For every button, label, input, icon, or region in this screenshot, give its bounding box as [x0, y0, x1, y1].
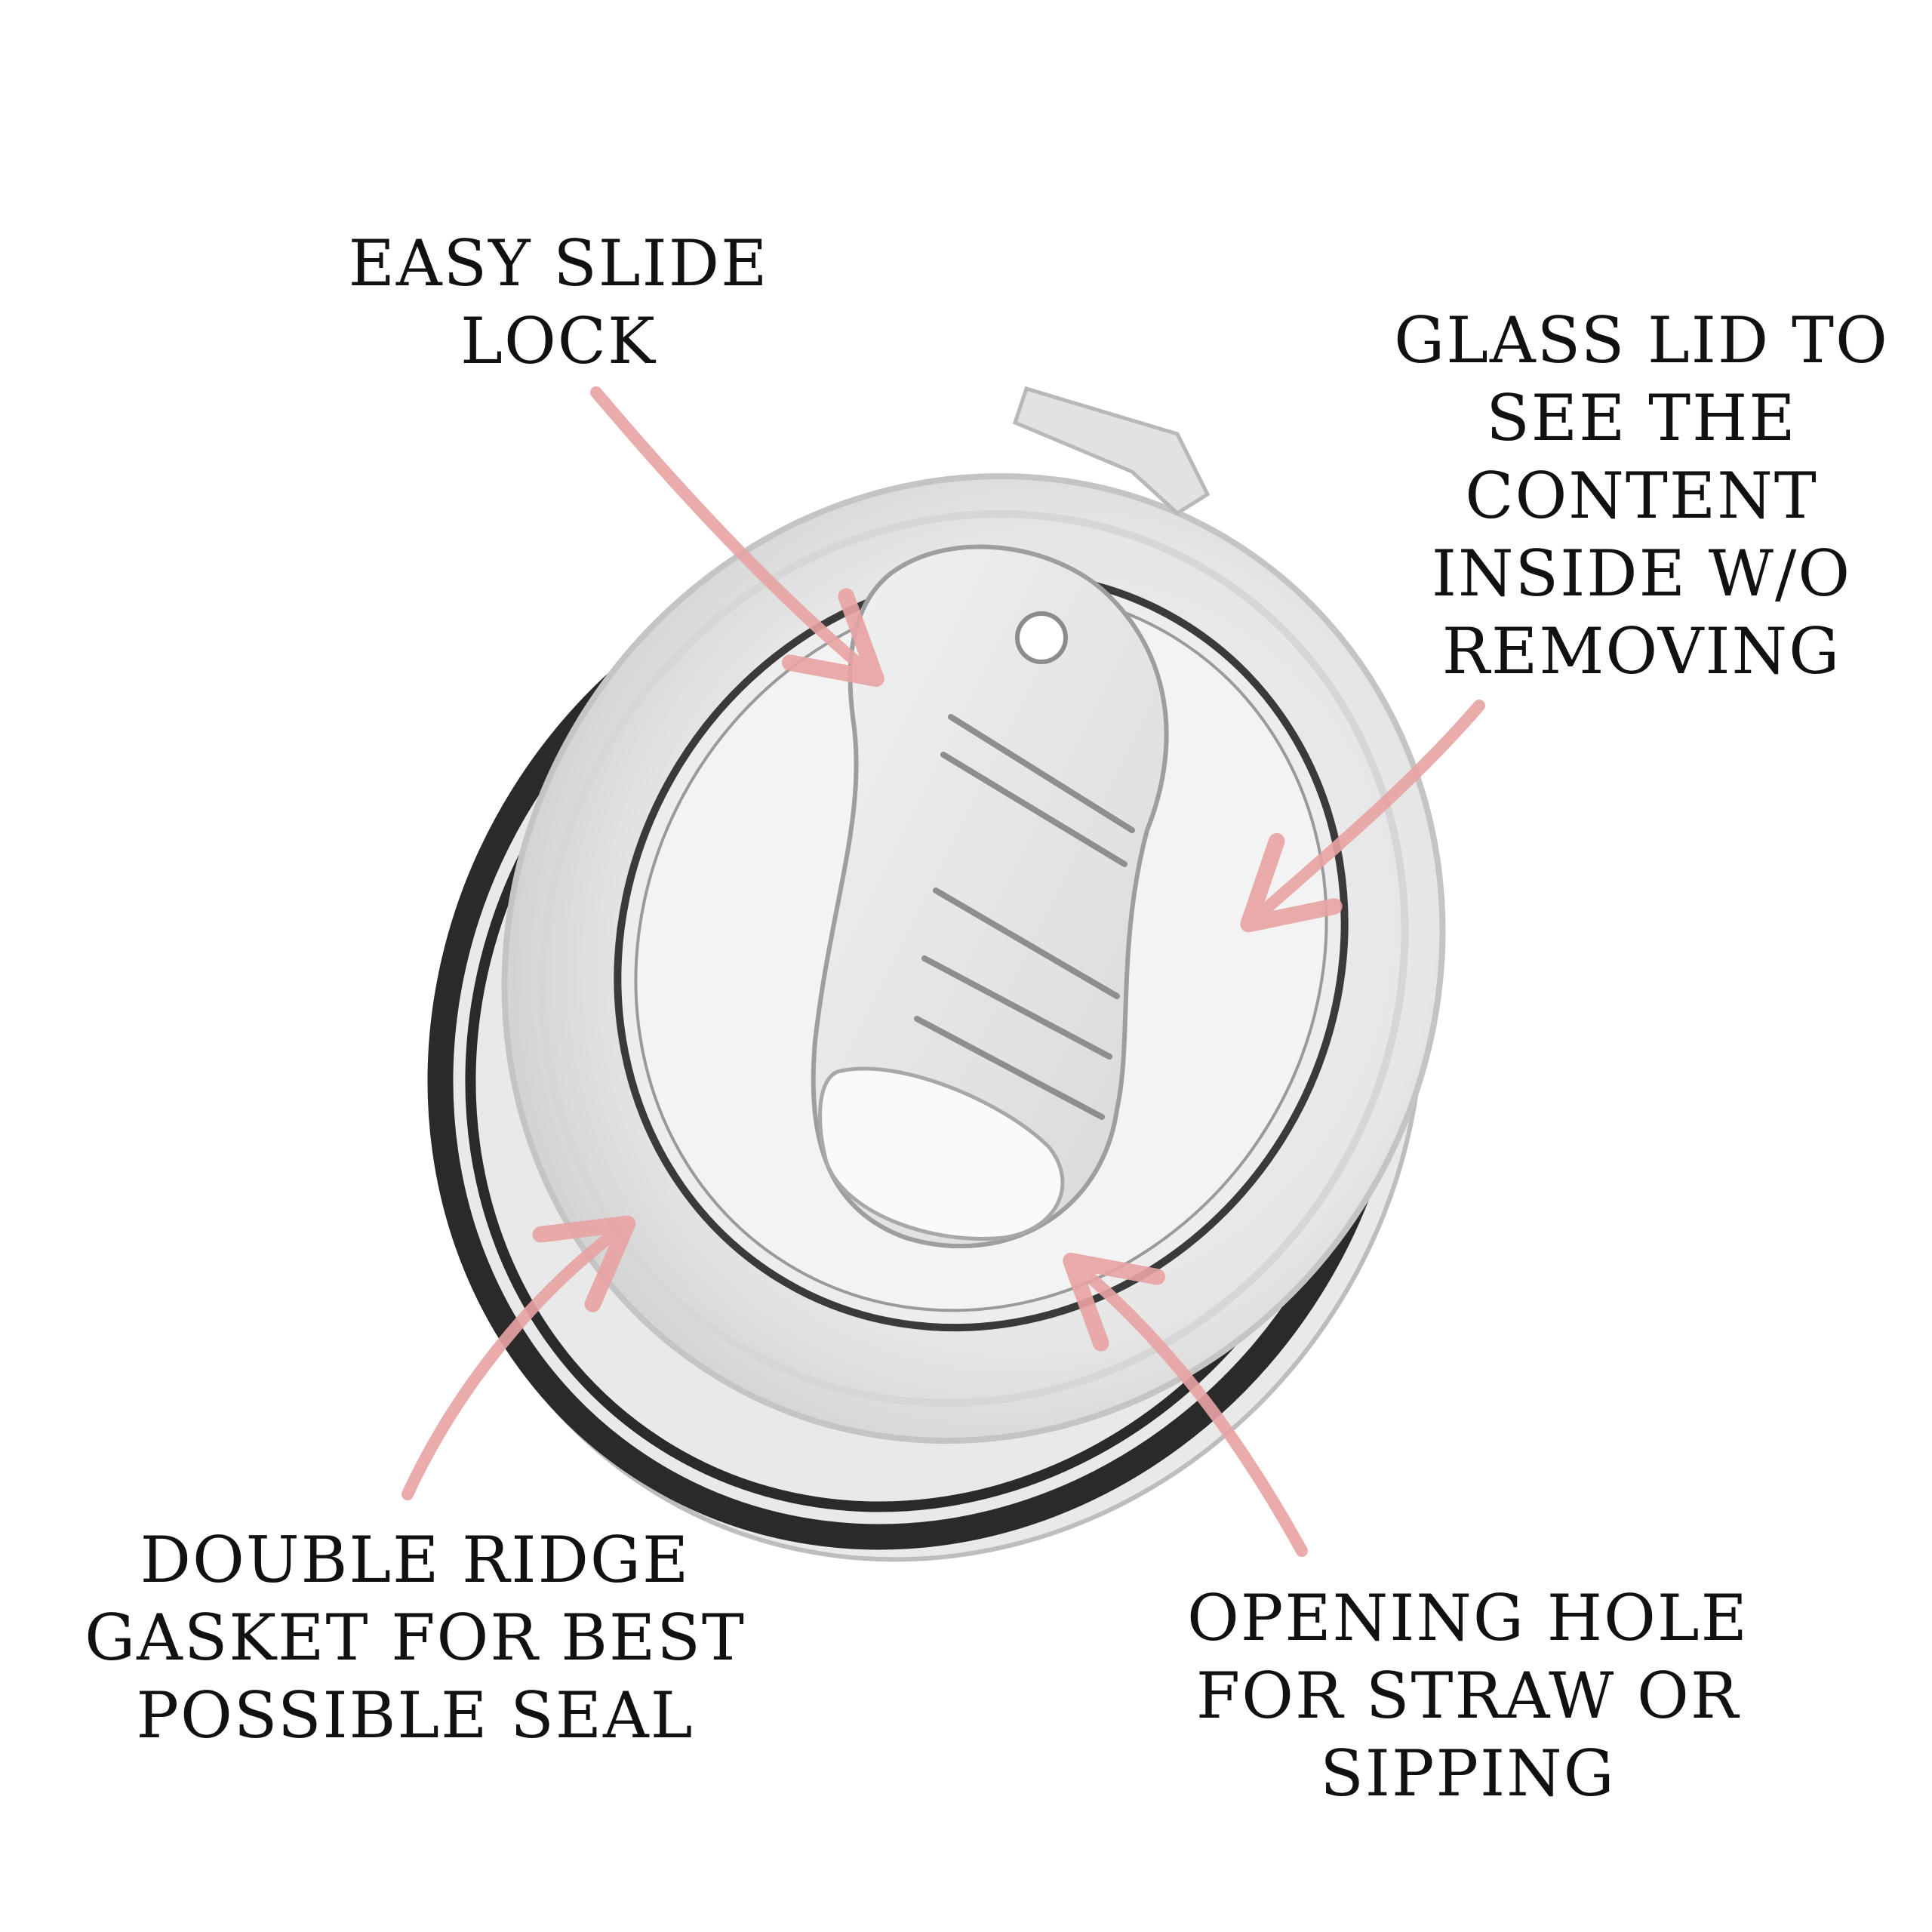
sip-opening — [818, 1066, 1065, 1241]
callout-glass-lid: GLASS LID TO SEE THE CONTENT INSIDE W/O … — [1381, 302, 1902, 691]
callout-text: DOUBLE RIDGE — [140, 1523, 691, 1597]
arrow-glass-lid — [1240, 700, 1485, 933]
callout-text: POSSIBLE SEAL — [136, 1678, 694, 1752]
callout-gasket: DOUBLE RIDGE GASKET FOR BEST POSSIBLE SE… — [83, 1521, 747, 1755]
callout-text: GLASS LID TO — [1394, 303, 1889, 377]
vent-hole — [1015, 611, 1068, 664]
arrow-slide-lock — [590, 386, 884, 688]
arrow-opening — [1063, 1252, 1308, 1557]
callout-arrows — [401, 386, 1485, 1557]
callout-text: INSIDE W/O — [1431, 537, 1852, 611]
callout-text: LOCK — [460, 304, 657, 378]
callout-opening: OPENING HOLE FOR STRAW OR SIPPING — [1177, 1580, 1758, 1813]
callout-text: SEE THE — [1486, 381, 1797, 455]
callout-slide-lock: EASY SLIDE LOCK — [325, 225, 792, 380]
arrow-gasket — [401, 1215, 636, 1500]
callout-text: OPENING HOLE — [1187, 1581, 1749, 1655]
callout-text: GASKET FOR BEST — [85, 1601, 746, 1675]
callout-text: CONTENT — [1465, 459, 1818, 533]
callout-text: FOR STRAW OR — [1195, 1659, 1740, 1733]
lid-body — [427, 386, 1446, 1562]
callout-text: EASY SLIDE — [348, 226, 769, 300]
callout-text: SIPPING — [1320, 1737, 1616, 1810]
callout-text: REMOVING — [1441, 614, 1841, 688]
